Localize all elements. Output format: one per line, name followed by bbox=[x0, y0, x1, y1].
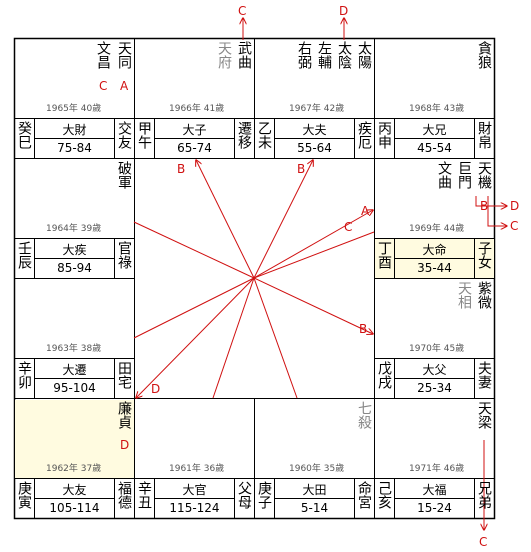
top-label-d: D bbox=[339, 4, 349, 18]
decade-range: 95-104 bbox=[53, 381, 96, 395]
sihua-d: D bbox=[120, 438, 130, 452]
palace-role: 子女 bbox=[476, 241, 492, 269]
decade-range: 25-34 bbox=[417, 381, 452, 395]
arrow-label-c-out: C bbox=[510, 219, 519, 233]
decade-name: 大疾 bbox=[62, 243, 87, 257]
star-qisha: 七殺 bbox=[356, 401, 372, 429]
decade-name: 大官 bbox=[182, 483, 207, 497]
top-label-c: C bbox=[238, 4, 247, 18]
palace-year: 1971年 46歲 bbox=[409, 464, 465, 474]
star-wuqu: 武曲 bbox=[236, 41, 252, 69]
decade-name: 大友 bbox=[62, 483, 87, 497]
stem-branch: 癸巳 bbox=[16, 121, 32, 149]
star-tianxiang: 天相 bbox=[456, 281, 472, 309]
star-tiantong: 天同 bbox=[116, 41, 132, 69]
palace-role: 疾厄 bbox=[356, 121, 372, 149]
palace-role: 遷移 bbox=[236, 121, 252, 149]
stem-branch: 乙未 bbox=[256, 121, 272, 149]
stem-branch: 丙申 bbox=[376, 121, 392, 149]
palace-role: 福德 bbox=[116, 481, 132, 509]
decade-name: 大子 bbox=[182, 123, 207, 137]
stem-branch: 辛卯 bbox=[16, 361, 32, 389]
sihua-c: C bbox=[99, 79, 108, 93]
arrow-label-b-out: B bbox=[480, 199, 489, 213]
decade-range: 15-24 bbox=[417, 501, 452, 515]
decade-range: 105-114 bbox=[49, 501, 100, 515]
decade-name: 大命 bbox=[422, 243, 447, 257]
palace-role: 田宅 bbox=[116, 361, 132, 389]
palace-year: 1960年 35歲 bbox=[289, 464, 345, 474]
star-pojun: 破軍 bbox=[116, 161, 132, 189]
palace-year: 1962年 37歲 bbox=[46, 464, 102, 474]
decade-range: 5-14 bbox=[300, 501, 329, 515]
decade-range: 45-54 bbox=[417, 141, 452, 155]
decade-range: 35-44 bbox=[417, 261, 452, 275]
palace-year: 1969年 44歲 bbox=[409, 224, 465, 234]
palace-year: 1967年 42歲 bbox=[289, 104, 345, 114]
palace-role: 交友 bbox=[116, 121, 132, 149]
decade-range: 85-94 bbox=[57, 261, 92, 275]
palace-role: 官祿 bbox=[116, 241, 132, 269]
stem-branch: 壬辰 bbox=[16, 241, 32, 269]
stem-branch: 庚寅 bbox=[16, 481, 32, 509]
palace-year: 1970年 45歲 bbox=[409, 344, 465, 354]
arrow-label-c-bottom: C bbox=[479, 535, 488, 549]
decade-name: 大夫 bbox=[302, 123, 327, 137]
star-jumen: 巨門 bbox=[456, 161, 472, 189]
star-lianzhen: 廉貞 bbox=[116, 401, 132, 429]
decade-range: 65-74 bbox=[177, 141, 212, 155]
stem-branch: 庚子 bbox=[256, 481, 272, 509]
star-tianji: 天機 bbox=[476, 161, 492, 189]
palace-role: 兄弟 bbox=[476, 481, 492, 509]
star-youbi: 右弼 bbox=[296, 41, 312, 69]
arrow-label-a: A bbox=[361, 204, 370, 218]
palace-role: 命宮 bbox=[356, 481, 372, 509]
star-taiyin: 太陰 bbox=[336, 41, 352, 69]
palace-year: 1964年 39歲 bbox=[46, 224, 102, 234]
stem-branch: 己亥 bbox=[376, 481, 392, 509]
decade-name: 大財 bbox=[62, 123, 87, 137]
palace-year: 1961年 36歲 bbox=[169, 464, 225, 474]
stem-branch: 戊戌 bbox=[376, 361, 392, 389]
star-tanlang: 貪狼 bbox=[476, 41, 492, 69]
stem-branch: 辛丑 bbox=[136, 481, 152, 509]
arrow-label-b1: B bbox=[177, 162, 186, 176]
sihua-a: A bbox=[120, 79, 129, 93]
decade-range: 75-84 bbox=[57, 141, 92, 155]
star-taiyang: 太陽 bbox=[356, 41, 372, 69]
stem-branch: 丁酉 bbox=[376, 241, 392, 269]
star-tianliang: 天梁 bbox=[476, 401, 492, 429]
decade-name: 大福 bbox=[422, 483, 447, 497]
star-wenqu: 文曲 bbox=[436, 161, 452, 189]
stem-branch: 甲午 bbox=[136, 121, 152, 149]
palace-role: 父母 bbox=[236, 481, 252, 509]
palace-year: 1963年 38歲 bbox=[46, 344, 102, 354]
arrow-label-b2: B bbox=[297, 162, 306, 176]
palace-role: 財帛 bbox=[476, 121, 492, 149]
decade-name: 大父 bbox=[422, 363, 447, 377]
palace-year: 1965年 40歲 bbox=[46, 104, 102, 114]
arrow-label-d: D bbox=[151, 382, 161, 396]
palace-year: 1968年 43歲 bbox=[409, 104, 465, 114]
star-tianfu: 天府 bbox=[216, 41, 232, 69]
arrow-label-b3: B bbox=[359, 322, 368, 336]
decade-name: 大遷 bbox=[62, 363, 87, 377]
star-zuofu: 左輔 bbox=[316, 41, 332, 69]
decade-range: 55-64 bbox=[297, 141, 332, 155]
star-ziwei: 紫微 bbox=[476, 281, 492, 309]
star-wenchang: 文昌 bbox=[95, 41, 111, 69]
decade-name: 大田 bbox=[302, 483, 327, 497]
palace-year: 1966年 41歲 bbox=[169, 104, 225, 114]
palace-role: 夫妻 bbox=[476, 361, 492, 389]
arrow-label-d-out: D bbox=[510, 199, 520, 213]
decade-name: 大兄 bbox=[422, 123, 447, 137]
arrow-label-c: C bbox=[344, 220, 353, 234]
decade-range: 115-124 bbox=[169, 501, 220, 515]
